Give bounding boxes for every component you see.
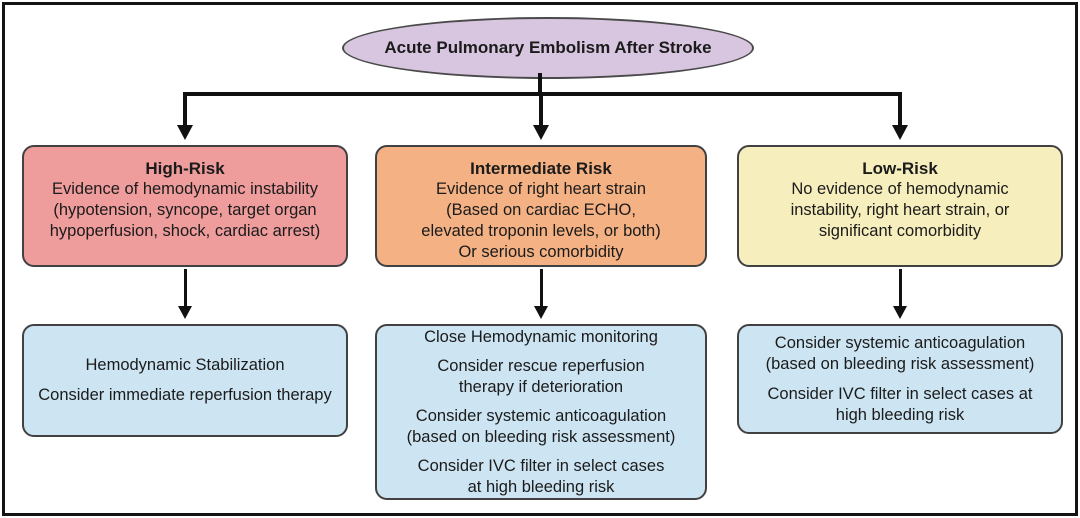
branch-line-intermediate xyxy=(539,92,543,126)
intermediate-risk-outcome-node: Close Hemodynamic monitoring Consider re… xyxy=(375,324,707,500)
low-risk-title: Low-Risk xyxy=(862,159,938,178)
outcome-item: Consider IVC filter in select cases at h… xyxy=(767,384,1033,424)
root-connector-line xyxy=(538,73,542,94)
intermediate-risk-title: Intermediate Risk xyxy=(470,159,612,178)
outcome-line-low xyxy=(898,269,902,307)
outcome-item: Consider IVC filter in select cases at h… xyxy=(417,456,665,496)
outcome-item: Consider systemic anticoagulation (based… xyxy=(765,333,1035,373)
outcome-item: Consider systemic anticoagulation (based… xyxy=(406,406,676,446)
outcome-line-intermediate xyxy=(539,269,543,307)
arrow-down-icon xyxy=(892,125,908,140)
branch-line-high xyxy=(183,92,187,126)
outcome-item: Consider rescue reperfusion therapy if d… xyxy=(437,356,645,396)
arrow-down-icon xyxy=(533,125,549,140)
high-risk-node: High-Risk Evidence of hemodynamic instab… xyxy=(22,145,348,267)
outcome-item: Hemodynamic Stabilization xyxy=(85,356,285,374)
intermediate-risk-node: Intermediate Risk Evidence of right hear… xyxy=(375,145,707,267)
outcome-line-high xyxy=(183,269,187,307)
low-risk-node: Low-Risk No evidence of hemodynamic inst… xyxy=(737,145,1063,267)
low-risk-outcome-node: Consider systemic anticoagulation (based… xyxy=(737,324,1063,434)
root-node-title: Acute Pulmonary Embolism After Stroke xyxy=(342,17,754,79)
intermediate-risk-body: Evidence of right heart strain (Based on… xyxy=(421,180,661,261)
arrow-down-icon xyxy=(534,306,548,319)
arrow-down-icon xyxy=(177,125,193,140)
root-node-label: Acute Pulmonary Embolism After Stroke xyxy=(384,38,712,57)
outcome-item: Consider immediate reperfusion therapy xyxy=(38,386,332,404)
high-risk-body: Evidence of hemodynamic instability (hyp… xyxy=(49,180,321,240)
arrow-down-icon xyxy=(178,306,192,319)
low-risk-body: No evidence of hemodynamic instability, … xyxy=(790,180,1010,240)
high-risk-outcome-node: Hemodynamic Stabilization Consider immed… xyxy=(22,324,348,437)
high-risk-title: High-Risk xyxy=(145,159,225,178)
arrow-down-icon xyxy=(893,306,907,319)
branch-line-low xyxy=(898,92,902,126)
outcome-item: Close Hemodynamic monitoring xyxy=(424,327,658,346)
